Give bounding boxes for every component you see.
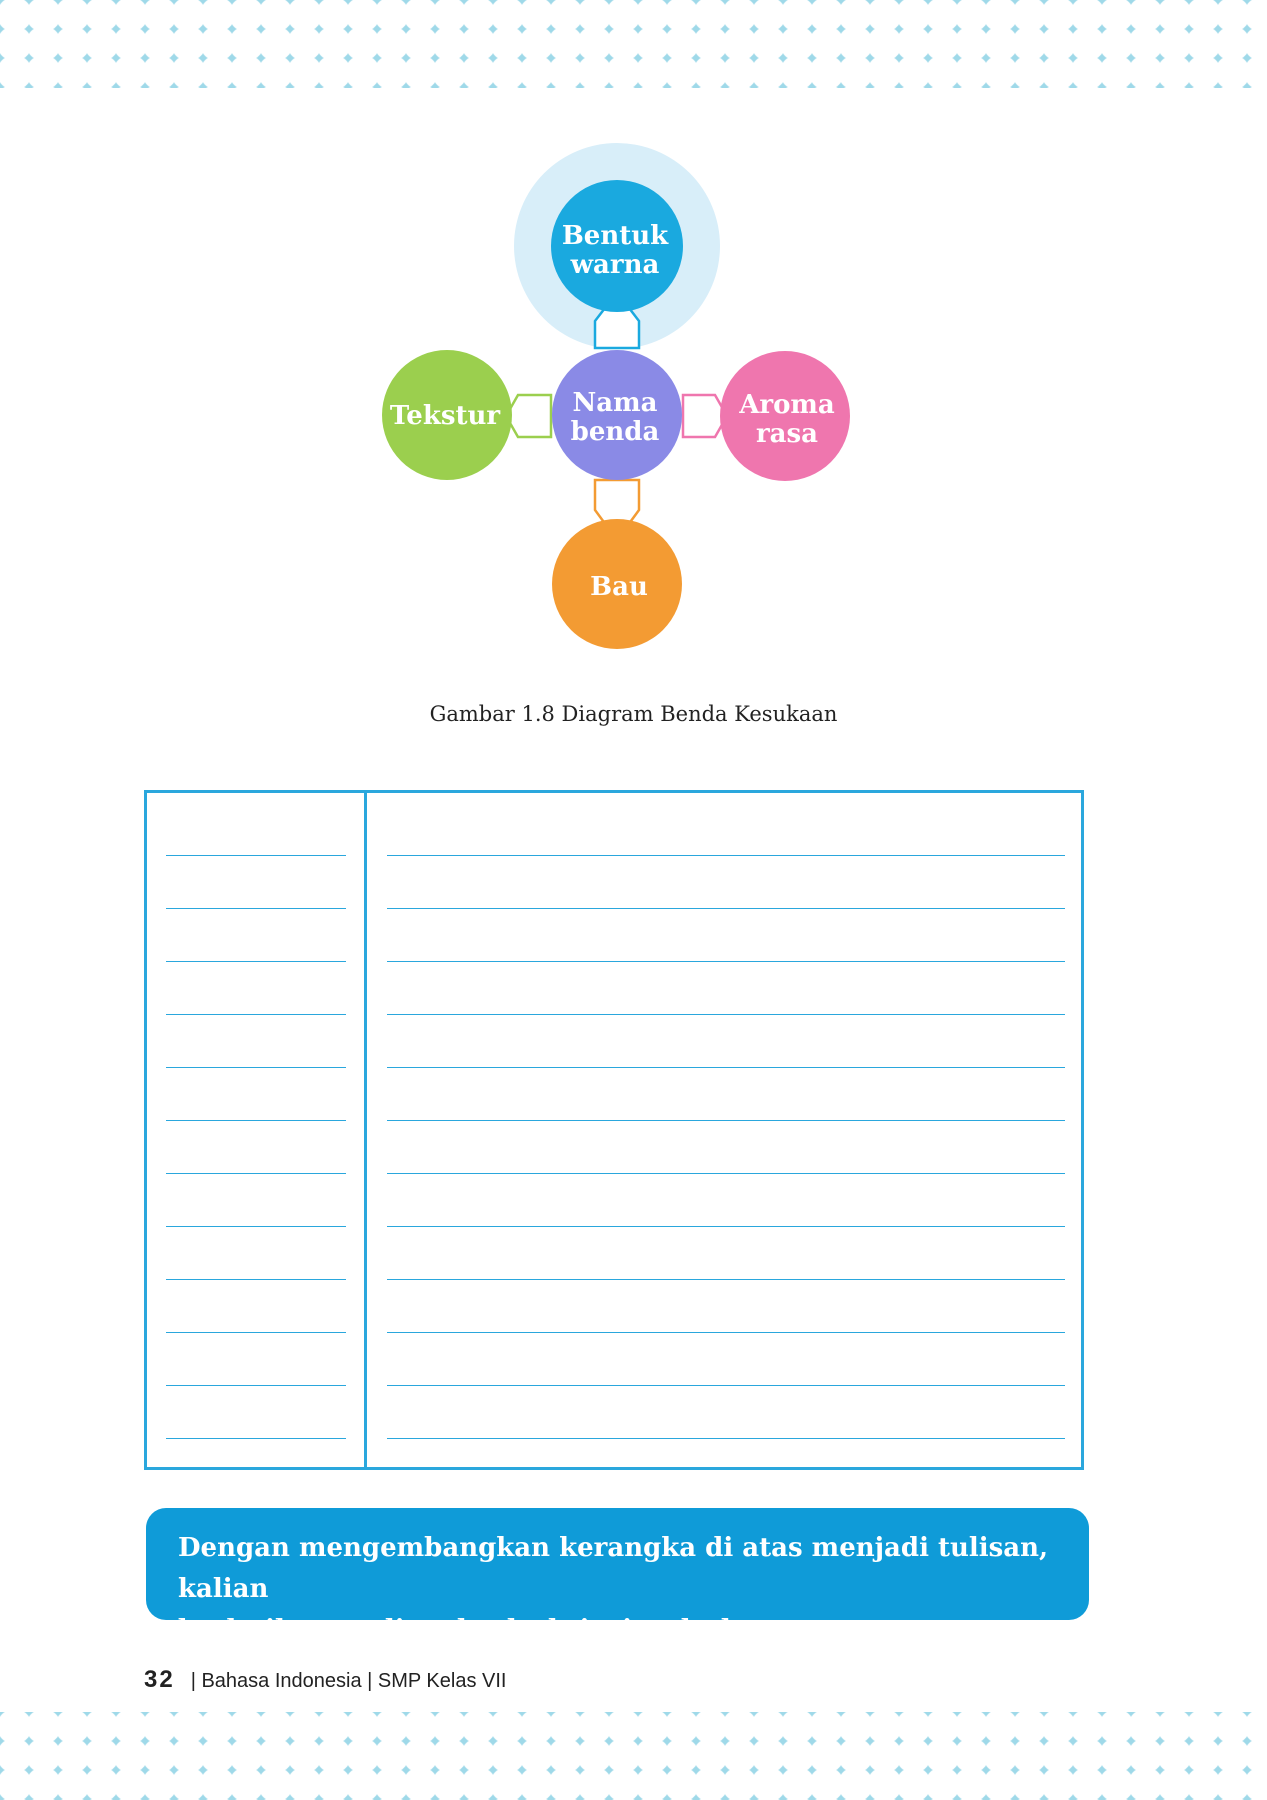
writing-line [387, 1120, 1065, 1121]
writing-line [387, 855, 1065, 856]
right-column-lines [387, 793, 1065, 1467]
writing-line [387, 1385, 1065, 1386]
page-number: 32 [144, 1666, 175, 1693]
writing-line [387, 1226, 1065, 1227]
writing-line [387, 1067, 1065, 1068]
note-line-1: Dengan mengembangkan kerangka di atas me… [178, 1533, 1049, 1604]
node-left-shape [382, 350, 512, 480]
writing-line [387, 1332, 1065, 1333]
writing-line [166, 1332, 346, 1333]
connector-top [593, 306, 641, 350]
column-divider [364, 793, 367, 1467]
writing-line [166, 1014, 346, 1015]
figure-caption: Gambar 1.8 Diagram Benda Kesukaan [429, 702, 838, 726]
writing-line [387, 1438, 1065, 1439]
outline-writing-table [144, 790, 1084, 1470]
writing-line [166, 961, 346, 962]
writing-line [166, 1226, 346, 1227]
instruction-note: Dengan mengembangkan kerangka di atas me… [146, 1508, 1089, 1645]
node-right-shape [720, 351, 850, 481]
top-decorative-pattern [0, 0, 1267, 88]
writing-line [166, 1438, 346, 1439]
writing-line [387, 908, 1065, 909]
footer-book-title: | Bahasa Indonesia | SMP Kelas VII [190, 1670, 507, 1692]
writing-line [166, 1173, 346, 1174]
node-center-shape [552, 350, 682, 480]
writing-line [166, 855, 346, 856]
connector-left [504, 393, 553, 439]
node-left-label: Tekstur [390, 401, 500, 431]
node-bottom-label: Bau [590, 572, 648, 602]
writing-line [387, 1279, 1065, 1280]
writing-line [387, 1173, 1065, 1174]
favorite-object-diagram: Bentuk warna Tekstur Aroma rasa Bau Nama… [382, 143, 850, 649]
writing-line [166, 1385, 346, 1386]
node-top-label-1: Bentuk [562, 221, 669, 251]
note-line-2: berlatih menulis teks deskripsi sederhan… [178, 1615, 802, 1645]
writing-line [166, 1120, 346, 1121]
connector-bottom [593, 478, 641, 527]
node-center-label-2: benda [571, 417, 660, 447]
node-center-label-1: Nama [573, 388, 658, 418]
writing-line [166, 1067, 346, 1068]
writing-line [166, 1279, 346, 1280]
node-top-label-2: warna [570, 250, 660, 280]
node-right-label-1: Aroma [738, 390, 835, 420]
node-bottom-shape [552, 519, 682, 649]
writing-line [166, 908, 346, 909]
left-column-lines [166, 793, 346, 1467]
writing-line [387, 961, 1065, 962]
node-top-shape [551, 180, 683, 312]
bottom-decorative-pattern [0, 1712, 1267, 1800]
page-footer: 32 | Bahasa Indonesia | SMP Kelas VII [144, 1666, 506, 1694]
node-right-label-2: rasa [756, 419, 818, 449]
writing-line [387, 1014, 1065, 1015]
